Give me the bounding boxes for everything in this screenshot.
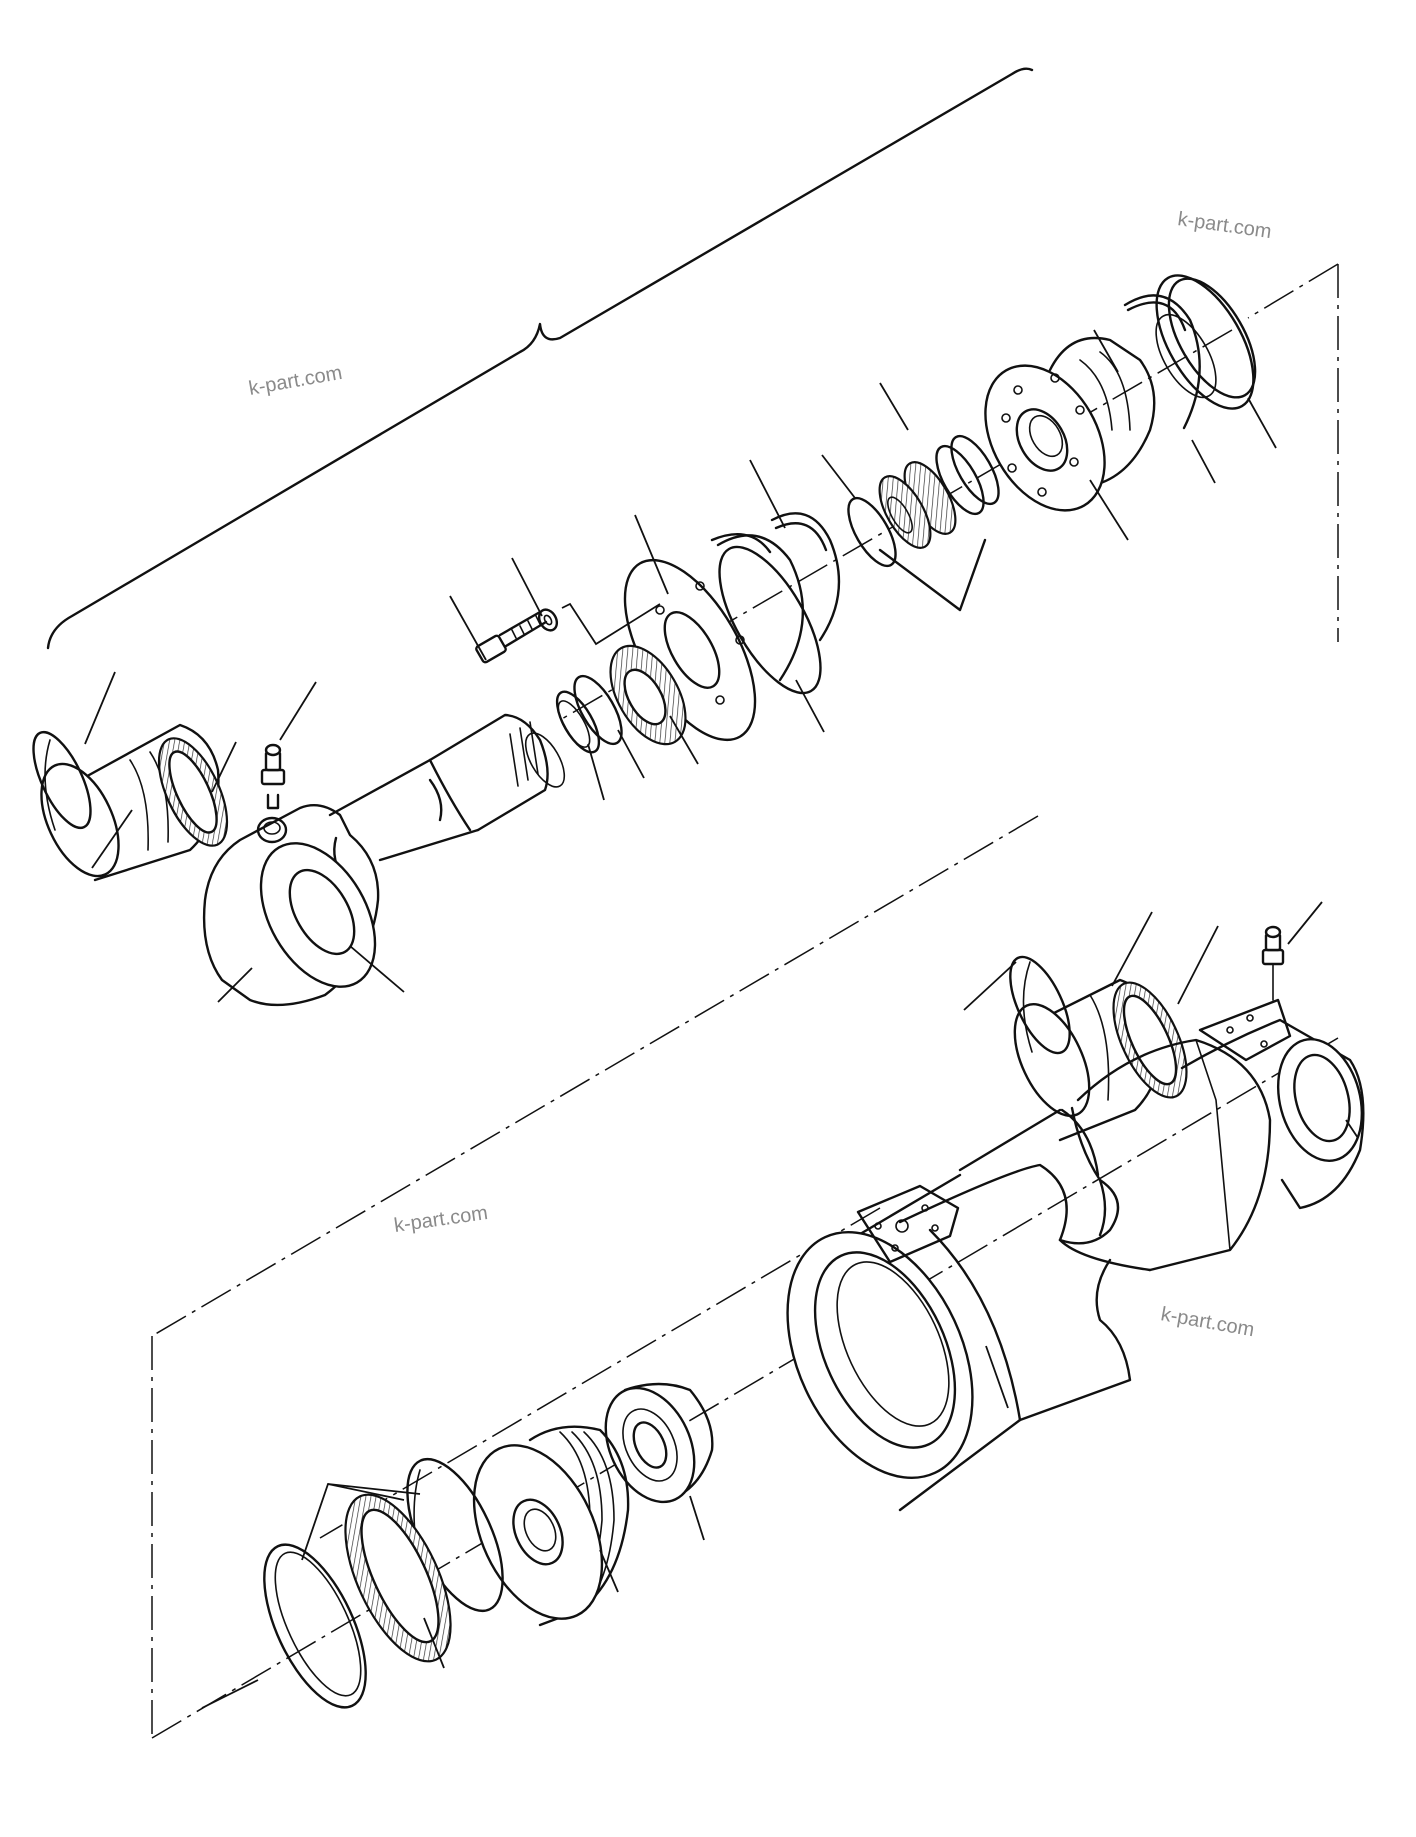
watermark-top-right: k-part.com: [1176, 208, 1273, 243]
piston: [472, 1425, 630, 1627]
bushing-rod-end: [40, 723, 229, 882]
o-ring: [555, 690, 601, 754]
cylinder-tube: [786, 998, 1365, 1512]
seal-ring-bottom: [1009, 955, 1071, 1055]
wiper-seal: [609, 644, 687, 746]
backup-ring: [573, 674, 623, 746]
grease-nipple-bottom-icon: [1261, 925, 1285, 1001]
piston-nut: [604, 1382, 714, 1504]
bolt-leader: [561, 602, 661, 646]
washer-icon: [537, 608, 559, 632]
retaining-ring-lower: [710, 533, 822, 695]
bolt-icon: [475, 610, 548, 664]
piston-seal-bottom: [344, 1493, 452, 1663]
retaining-ring-upper: [770, 512, 841, 642]
watermark-bottom-right: k-part.com: [1159, 1303, 1256, 1341]
callout-leaders: [84, 329, 1359, 1709]
watermark-left: k-part.com: [247, 362, 344, 400]
rod-eye: [202, 804, 380, 1007]
watermark-center: k-part.com: [393, 1202, 490, 1237]
piston-rod: [328, 713, 566, 882]
snap-ring: [1123, 294, 1201, 430]
group-boundary: [151, 263, 1339, 1739]
rod-seal-set: [847, 434, 1000, 612]
piston-ring-bottom: [263, 1543, 367, 1709]
seal-ring-left: [32, 730, 92, 831]
assembly-brace: [46, 67, 1034, 650]
cylinder-head: [984, 336, 1156, 512]
dust-seal-ring: [1155, 274, 1257, 410]
grease-nipple-icon: [260, 743, 286, 810]
cylinder-axis: [319, 1207, 881, 1539]
seal-kit-leader-2: [327, 1483, 421, 1495]
bushing-bottom-end: [1013, 978, 1188, 1142]
